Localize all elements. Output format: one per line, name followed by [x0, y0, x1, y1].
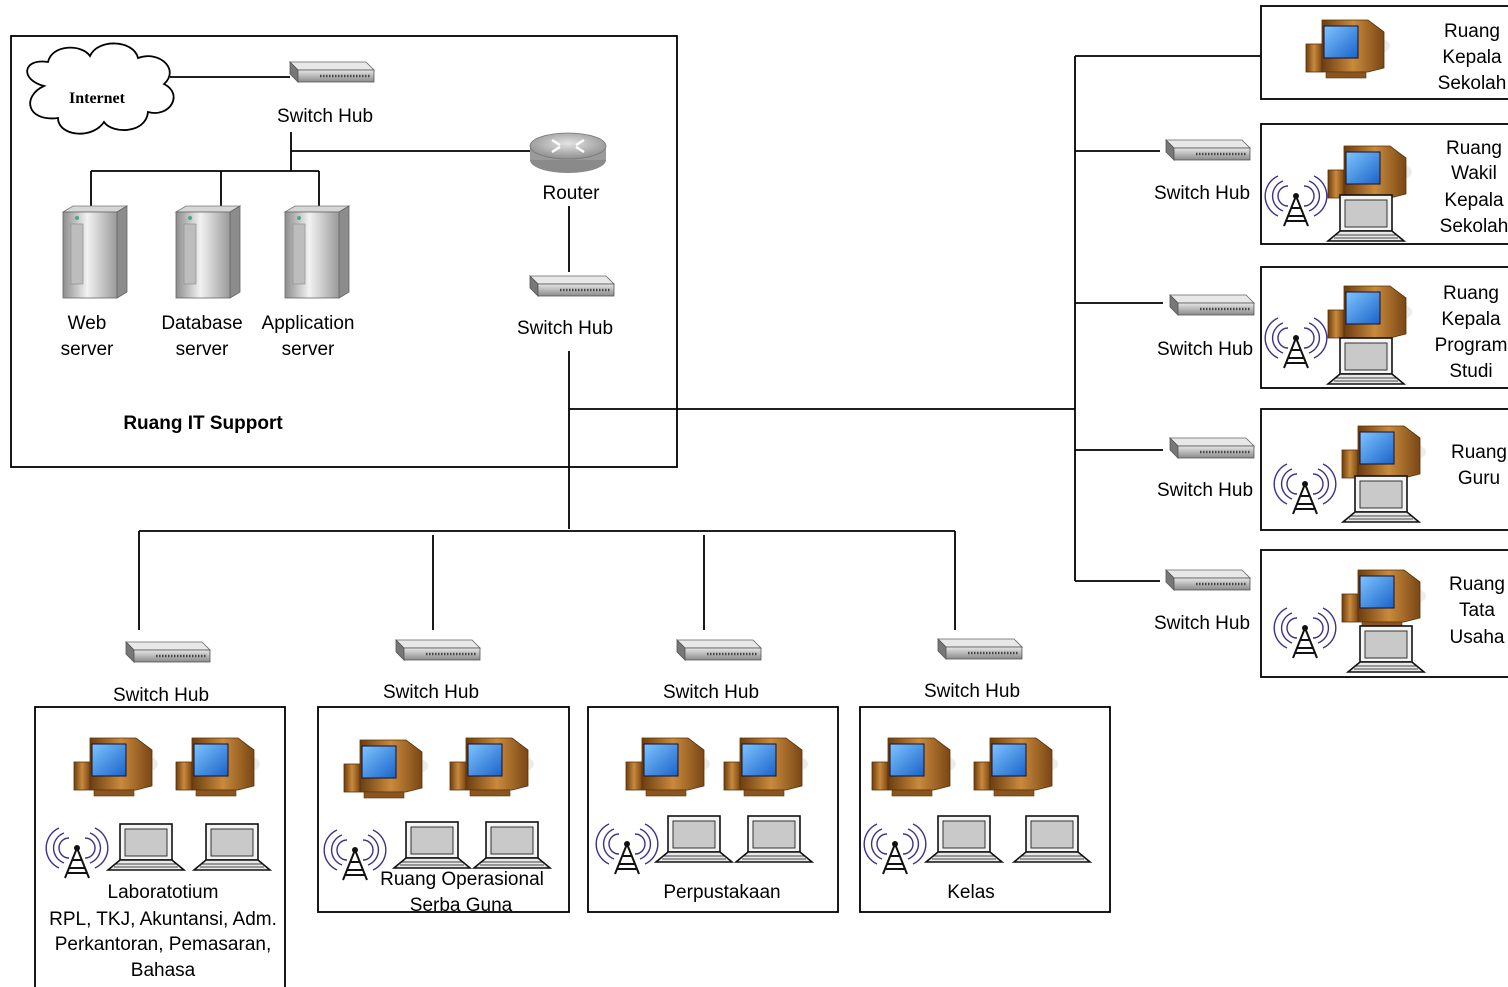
room-kelas: Kelas [859, 706, 1111, 913]
backbone-wires [138, 55, 1261, 630]
room-label-line: Perkantoran, Pemasaran, [55, 934, 272, 955]
room-label-line: Bahasa [131, 960, 196, 981]
it-room-box [10, 35, 678, 468]
switch-wakil: Switch Hub [1154, 138, 1252, 204]
room-kepala-program-studi: Ruang Kepala Program Studi [1260, 266, 1508, 389]
it-room-label: Ruang IT Support [123, 413, 283, 434]
room-label-line: Ruang [1449, 574, 1505, 595]
it-support-room: Internet Switch Hub Web server Database … [10, 35, 678, 468]
room-wakil-kepala-sekolah: Ruang Wakil Kepala Sekolah [1260, 123, 1508, 245]
room-label-line: Kepala [1442, 47, 1502, 68]
room-perpustakaan: Perpustakaan [587, 706, 839, 913]
room-label-line: Tata [1459, 600, 1495, 621]
room-label-line: Ruang [1446, 138, 1502, 159]
room-label-line: Kelas [947, 882, 995, 903]
room-label-line: Sekolah [1438, 73, 1507, 94]
room-operasional-serba-guna: Ruang Operasional Serba Guna [317, 706, 570, 916]
internet-cloud: Internet [26, 42, 175, 135]
switch-hub-label: Switch Hub [1154, 183, 1250, 204]
server-label-line2: server [176, 339, 229, 360]
switch-operasional: Switch Hub [383, 638, 482, 703]
room-tata-usaha: Ruang Tata Usaha [1260, 549, 1508, 678]
switch-hub-label: Switch Hub [924, 681, 1020, 702]
room-label-line: Kepala [1444, 190, 1504, 211]
core-switch: Switch Hub [277, 60, 376, 127]
room-label-line: Usaha [1450, 627, 1505, 648]
right-rooms: Ruang Kepala Sekolah Switch Hub Ruang Wa… [1154, 5, 1508, 678]
switch-tata-usaha: Switch Hub [1154, 568, 1252, 634]
room-label-line: Ruang [1443, 283, 1499, 304]
room-label-line: Ruang Operasional [380, 869, 544, 890]
room-label-line: Ruang [1444, 21, 1500, 42]
room-label-line: Serba Guna [410, 895, 513, 916]
room-label-line: Program [1435, 335, 1508, 356]
switch-hub-label: Switch Hub [113, 685, 209, 706]
room-laboratorium: Laboratotium RPL, TKJ, Akuntansi, Adm. P… [34, 706, 286, 987]
switch-hub-label: Switch Hub [277, 106, 373, 127]
bottom-rooms: Switch Hub Laboratotium RPL, TKJ, Akunta… [34, 637, 1111, 987]
switch-hub-label: Switch Hub [663, 682, 759, 703]
room-label-line: Perpustakaan [663, 882, 780, 903]
web-server: Web server [61, 205, 128, 360]
switch-hub-label: Switch Hub [383, 682, 479, 703]
switch-lab: Switch Hub [113, 640, 212, 706]
room-label-line: Laboratotium [108, 882, 219, 903]
application-server: Application server [262, 205, 355, 360]
server-label-line1: Web [68, 313, 107, 334]
switch-hub-label: Switch Hub [517, 318, 613, 339]
distribution-switch: Switch Hub [517, 274, 616, 339]
room-label-line: Wakil [1451, 163, 1497, 184]
switch-kaprodi: Switch Hub [1157, 293, 1256, 360]
server-label-line2: server [282, 339, 335, 360]
room-label-line: Kepala [1441, 309, 1501, 330]
database-server: Database server [161, 205, 243, 360]
router: Router [529, 132, 607, 204]
room-label-line: Ruang [1451, 442, 1507, 463]
room-label-line: Guru [1458, 468, 1500, 489]
switch-perpustakaan: Switch Hub [663, 638, 763, 703]
internet-label: Internet [69, 90, 126, 107]
room-label-line: Studi [1449, 361, 1492, 382]
room-guru: Ruang Guru [1260, 408, 1508, 531]
switch-hub-label: Switch Hub [1157, 480, 1253, 501]
room-kepala-sekolah: Ruang Kepala Sekolah [1260, 5, 1508, 100]
switch-guru: Switch Hub [1157, 436, 1256, 501]
switch-kelas: Switch Hub [924, 637, 1024, 702]
switch-hub-label: Switch Hub [1154, 613, 1250, 634]
router-label: Router [542, 183, 600, 204]
room-label-line: Sekolah [1440, 216, 1508, 237]
server-label-line1: Database [161, 313, 242, 334]
server-label-line2: server [61, 339, 114, 360]
room-label-line: RPL, TKJ, Akuntansi, Adm. [49, 909, 277, 930]
server-label-line1: Application [262, 313, 355, 334]
switch-hub-label: Switch Hub [1157, 339, 1253, 360]
